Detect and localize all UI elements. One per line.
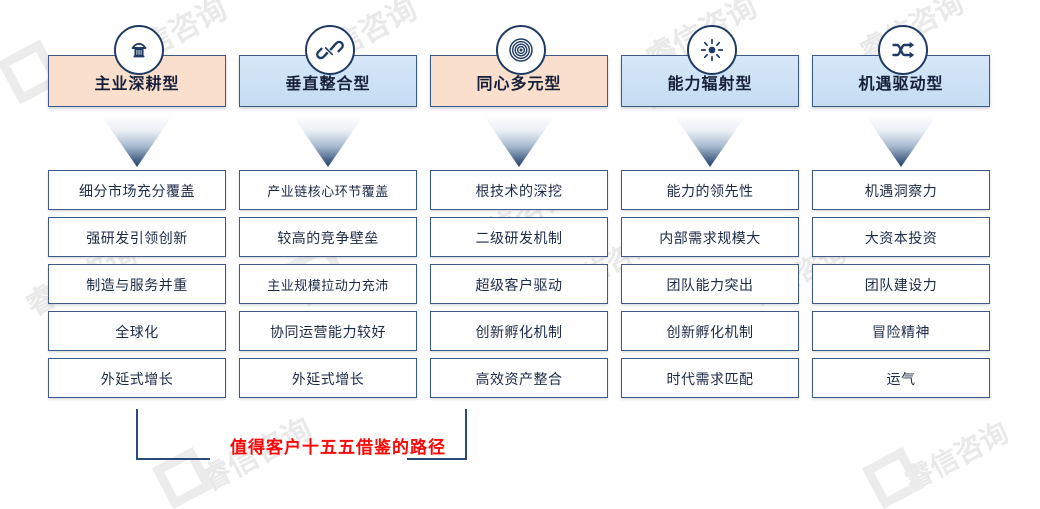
chain-link-icon bbox=[305, 25, 355, 75]
down-arrow-icon bbox=[865, 115, 937, 167]
list-item[interactable]: 制造与服务并重 bbox=[48, 264, 226, 304]
item-label: 冒险精神 bbox=[872, 325, 930, 341]
list-item[interactable]: 大资本投资 bbox=[812, 217, 990, 257]
item-label: 高效资产整合 bbox=[475, 372, 563, 388]
tree-icon bbox=[114, 25, 164, 75]
list-item[interactable]: 强研发引领创新 bbox=[48, 217, 226, 257]
item-label: 机遇洞察力 bbox=[864, 184, 938, 200]
column-title: 同心多元型 bbox=[476, 74, 562, 93]
list-item[interactable]: 外延式增长 bbox=[48, 358, 226, 398]
item-label: 团队能力突出 bbox=[666, 278, 754, 294]
list-item[interactable]: 运气 bbox=[812, 358, 990, 398]
down-arrow-icon bbox=[674, 115, 746, 167]
list-item[interactable]: 外延式增长 bbox=[239, 358, 417, 398]
item-list: 细分市场充分覆盖 强研发引领创新 制造与服务并重 全球化 外延式增长 bbox=[48, 170, 226, 405]
list-item[interactable]: 根技术的深挖 bbox=[430, 170, 608, 210]
list-item[interactable]: 二级研发机制 bbox=[430, 217, 608, 257]
list-item[interactable]: 主业规模拉动力充沛 bbox=[239, 264, 417, 304]
item-label: 创新孵化机制 bbox=[666, 325, 754, 341]
list-item[interactable]: 创新孵化机制 bbox=[621, 311, 799, 351]
list-item[interactable]: 协同运营能力较好 bbox=[239, 311, 417, 351]
diagram-canvas: 睿信咨询 睿信咨询 睿信咨询 睿信咨询 睿信咨询 睿信咨询 睿信咨询 睿信咨询 … bbox=[0, 0, 1014, 509]
item-label: 产业链核心环节覆盖 bbox=[267, 184, 389, 200]
item-list: 机遇洞察力 大资本投资 团队建设力 冒险精神 运气 bbox=[812, 170, 990, 405]
item-label: 创新孵化机制 bbox=[475, 325, 563, 341]
column-title: 垂直整合型 bbox=[285, 74, 371, 93]
item-label: 运气 bbox=[886, 372, 916, 388]
item-label: 制造与服务并重 bbox=[86, 278, 188, 294]
column-title: 机遇驱动型 bbox=[858, 74, 944, 93]
item-label: 细分市场充分覆盖 bbox=[79, 184, 195, 200]
item-label: 二级研发机制 bbox=[475, 231, 563, 247]
list-item[interactable]: 细分市场充分覆盖 bbox=[48, 170, 226, 210]
item-label: 外延式增长 bbox=[291, 372, 365, 388]
list-item[interactable]: 能力的领先性 bbox=[621, 170, 799, 210]
list-item[interactable]: 团队建设力 bbox=[812, 264, 990, 304]
column-title: 能力辐射型 bbox=[667, 74, 753, 93]
item-label: 超级客户驱动 bbox=[475, 278, 563, 294]
down-arrow-icon bbox=[101, 115, 173, 167]
list-item[interactable]: 时代需求匹配 bbox=[621, 358, 799, 398]
list-item[interactable]: 产业链核心环节覆盖 bbox=[239, 170, 417, 210]
watermark-logo bbox=[861, 446, 925, 509]
watermark-text: 睿信咨询 bbox=[899, 415, 1014, 498]
item-label: 协同运营能力较好 bbox=[270, 325, 386, 341]
list-item[interactable]: 较高的竞争壁垒 bbox=[239, 217, 417, 257]
list-item[interactable]: 内部需求规模大 bbox=[621, 217, 799, 257]
item-label: 外延式增长 bbox=[100, 372, 174, 388]
item-label: 团队建设力 bbox=[864, 278, 938, 294]
item-list: 产业链核心环节覆盖 较高的竞争壁垒 主业规模拉动力充沛 协同运营能力较好 外延式… bbox=[239, 170, 417, 405]
list-item[interactable]: 超级客户驱动 bbox=[430, 264, 608, 304]
item-label: 主业规模拉动力充沛 bbox=[267, 278, 389, 294]
down-arrow-icon bbox=[292, 115, 364, 167]
item-label: 根技术的深挖 bbox=[475, 184, 563, 200]
item-label: 能力的领先性 bbox=[666, 184, 754, 200]
down-arrow-icon bbox=[483, 115, 555, 167]
item-label: 强研发引领创新 bbox=[86, 231, 188, 247]
item-label: 大资本投资 bbox=[864, 231, 938, 247]
shuffle-icon bbox=[878, 25, 928, 75]
list-item[interactable]: 全球化 bbox=[48, 311, 226, 351]
item-list: 能力的领先性 内部需求规模大 团队能力突出 创新孵化机制 时代需求匹配 bbox=[621, 170, 799, 405]
list-item[interactable]: 创新孵化机制 bbox=[430, 311, 608, 351]
list-item[interactable]: 冒险精神 bbox=[812, 311, 990, 351]
list-item[interactable]: 高效资产整合 bbox=[430, 358, 608, 398]
item-list: 根技术的深挖 二级研发机制 超级客户驱动 创新孵化机制 高效资产整合 bbox=[430, 170, 608, 405]
item-label: 时代需求匹配 bbox=[666, 372, 754, 388]
item-label: 较高的竞争壁垒 bbox=[277, 231, 379, 247]
item-label: 内部需求规模大 bbox=[659, 231, 761, 247]
sun-radiate-icon bbox=[687, 25, 737, 75]
target-icon bbox=[496, 25, 546, 75]
item-label: 全球化 bbox=[115, 325, 159, 341]
watermark-logo bbox=[151, 446, 215, 509]
summary-caption: 值得客户十五五借鉴的路径 bbox=[230, 438, 446, 458]
column-title: 主业深耕型 bbox=[94, 74, 180, 93]
list-item[interactable]: 团队能力突出 bbox=[621, 264, 799, 304]
list-item[interactable]: 机遇洞察力 bbox=[812, 170, 990, 210]
